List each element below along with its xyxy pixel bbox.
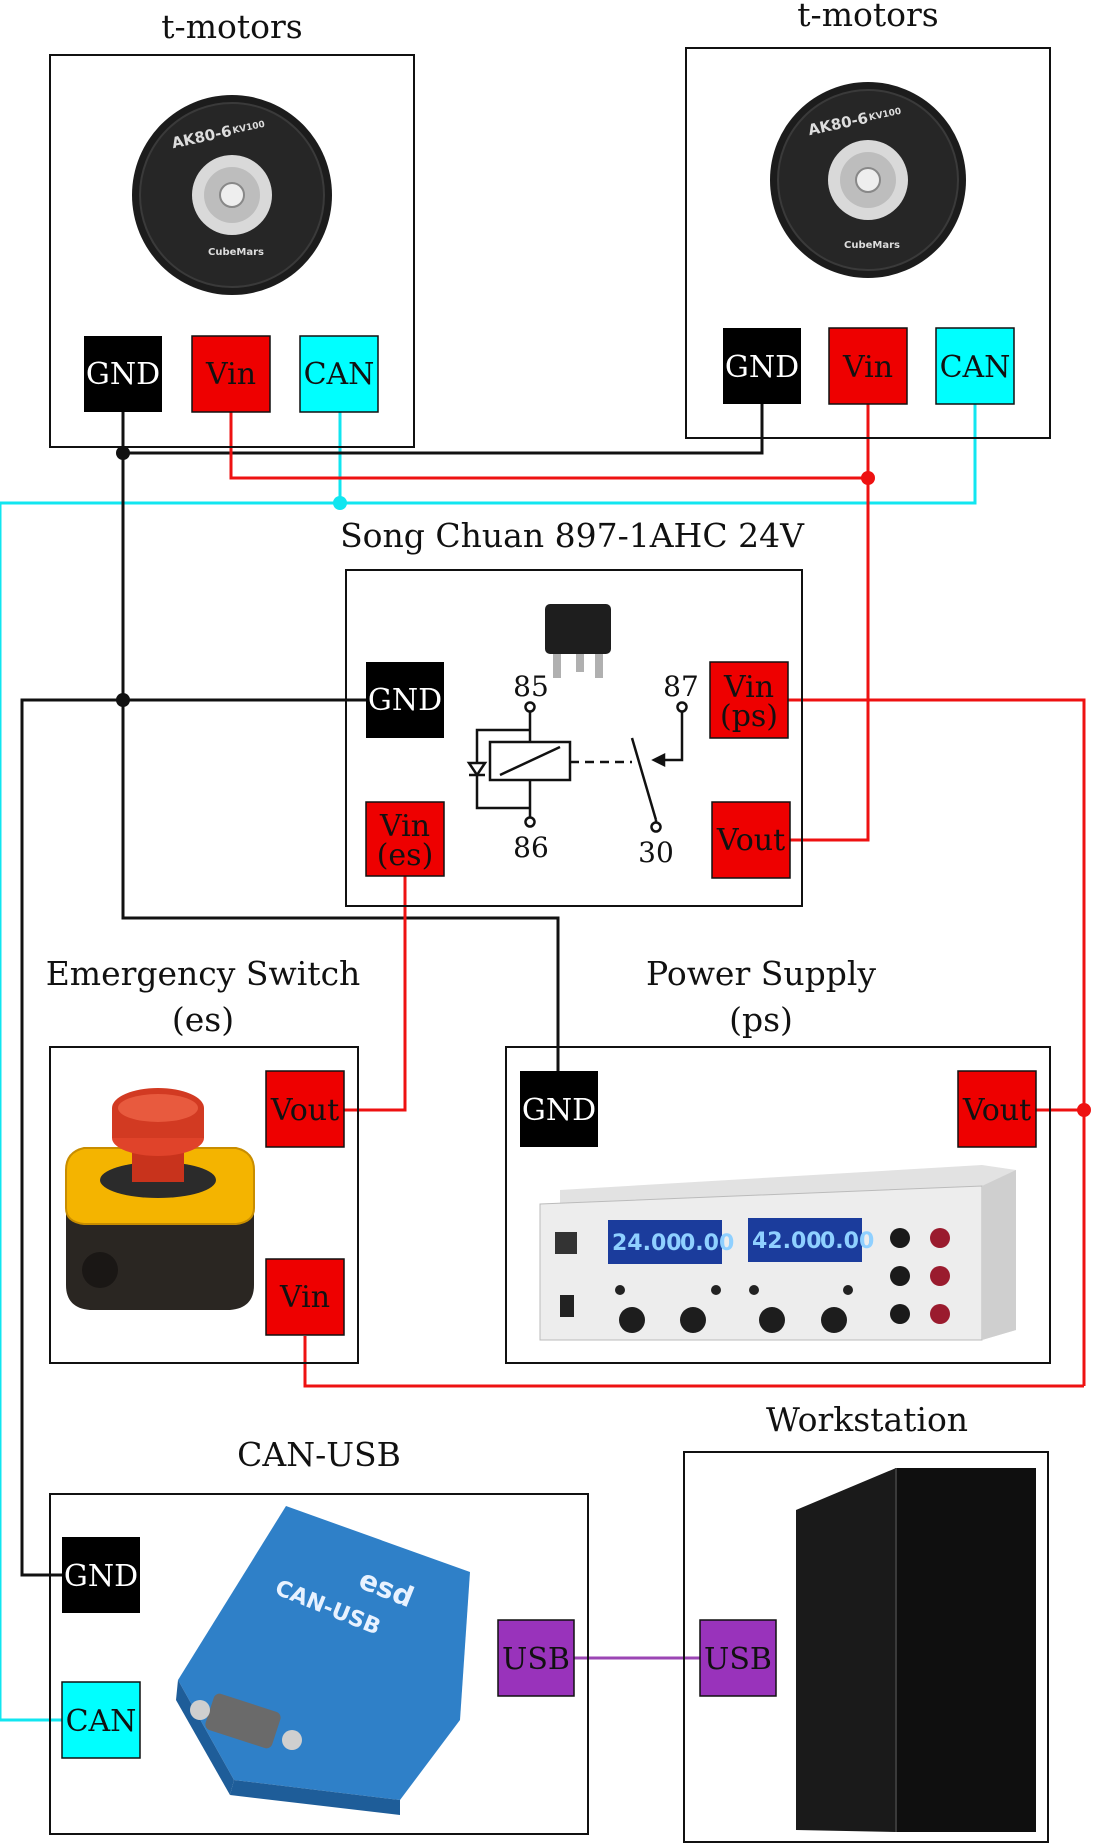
motor1-brand: CubeMars xyxy=(208,247,264,258)
ps-display-4: 0.00 xyxy=(820,1229,874,1254)
svg-text:Vin: Vin xyxy=(842,350,893,385)
motor2-brand: CubeMars xyxy=(844,240,900,251)
motor1-panel: t-motors AK80-6 KV100 CubeMars GND Vin C… xyxy=(50,7,414,447)
relay-vin-es-terminal: Vin (es) xyxy=(366,802,444,876)
canusb-gnd-terminal: GND xyxy=(62,1537,140,1613)
power-supply-title-line1: Power Supply xyxy=(646,954,876,993)
vin-wire-motor1 xyxy=(231,412,868,478)
svg-text:Vin: Vin xyxy=(205,357,256,392)
svg-text:USB: USB xyxy=(704,1642,772,1677)
junction-vin xyxy=(861,471,875,485)
motor1-vin-terminal: Vin xyxy=(192,336,270,412)
motor2-gnd-terminal: GND xyxy=(723,328,801,404)
motor1-can-terminal: CAN xyxy=(300,336,378,412)
workstation-title: Workstation xyxy=(766,1400,968,1439)
canusb-can-terminal: CAN xyxy=(62,1682,140,1758)
relay-vin-ps-terminal: Vin (ps) xyxy=(710,662,788,738)
motor2-can-terminal: CAN xyxy=(936,328,1014,404)
motor2-vin-terminal: Vin xyxy=(829,328,907,404)
svg-text:Vin: Vin xyxy=(279,1280,330,1315)
power-supply-title-line2: (ps) xyxy=(729,1000,793,1039)
svg-text:Vout: Vout xyxy=(962,1093,1031,1128)
canusb-image: CAN-USB esd xyxy=(176,1506,470,1815)
ps-display-3: 42.00 xyxy=(752,1229,822,1254)
workstation-usb-terminal: USB xyxy=(700,1620,776,1696)
canusb-usb-terminal: USB xyxy=(498,1620,574,1696)
ps-display-1: 24.00 xyxy=(612,1231,682,1256)
svg-text:(ps): (ps) xyxy=(720,699,778,734)
workstation-panel: Workstation USB xyxy=(684,1400,1048,1842)
power-supply-gnd-terminal: GND xyxy=(520,1071,598,1147)
relay-gnd-terminal: GND xyxy=(366,662,444,738)
motor1-image: AK80-6 KV100 CubeMars xyxy=(132,95,332,295)
relay-panel: Song Chuan 897-1AHC 24V xyxy=(340,516,805,906)
relay-pin-86: 86 xyxy=(513,831,549,864)
svg-text:GND: GND xyxy=(522,1093,596,1128)
relay-title: Song Chuan 897-1AHC 24V xyxy=(340,516,805,555)
emergency-switch-image xyxy=(66,1088,254,1310)
svg-text:GND: GND xyxy=(86,357,160,392)
svg-text:CAN: CAN xyxy=(940,350,1011,385)
power-supply-vout-terminal: Vout xyxy=(958,1071,1036,1147)
emergency-title-line2: (es) xyxy=(172,1000,234,1039)
relay-pin-87: 87 xyxy=(663,670,699,703)
canusb-panel: CAN-USB CAN-USB esd GND CAN USB xyxy=(50,1435,588,1834)
power-supply-image: 24.00 0.00 42.00 0.00 xyxy=(540,1165,1016,1340)
workstation-image xyxy=(796,1468,1036,1832)
svg-text:CAN: CAN xyxy=(304,357,375,392)
junction-gnd-top xyxy=(116,446,130,460)
svg-text:Vout: Vout xyxy=(716,823,785,858)
junction-vout-ps xyxy=(1077,1103,1091,1117)
junction-can xyxy=(333,496,347,510)
svg-text:CAN: CAN xyxy=(66,1704,137,1739)
power-supply-panel: Power Supply (ps) 24.00 0.00 42.00 0.00 xyxy=(506,954,1050,1363)
svg-text:Vout: Vout xyxy=(270,1093,339,1128)
svg-text:GND: GND xyxy=(368,683,442,718)
relay-pin-85: 85 xyxy=(513,670,549,703)
emergency-title-line1: Emergency Switch xyxy=(46,954,361,993)
emergency-vin-terminal: Vin xyxy=(266,1259,344,1335)
ps-display-2: 0.00 xyxy=(680,1231,734,1256)
emergency-panel: Emergency Switch (es) Vout Vin xyxy=(46,954,361,1363)
svg-text:USB: USB xyxy=(502,1642,570,1677)
relay-schematic xyxy=(469,703,687,832)
motor2-panel: t-motors AK80-6 KV100 CubeMars GND Vin C… xyxy=(686,0,1050,438)
junction-gnd-mid xyxy=(116,693,130,707)
svg-text:(es): (es) xyxy=(377,838,434,873)
motor2-title: t-motors xyxy=(797,0,938,34)
canusb-title: CAN-USB xyxy=(237,1435,401,1474)
es-vin-wire xyxy=(305,1336,1084,1386)
motor2-image: AK80-6 KV100 CubeMars xyxy=(770,82,966,278)
motor1-title: t-motors xyxy=(161,7,302,46)
emergency-vout-terminal: Vout xyxy=(266,1071,344,1147)
svg-text:GND: GND xyxy=(725,350,799,385)
relay-pin-30: 30 xyxy=(638,836,674,869)
motor1-gnd-terminal: GND xyxy=(84,336,162,412)
relay-image xyxy=(545,604,611,678)
svg-text:GND: GND xyxy=(64,1559,138,1594)
relay-vout-terminal: Vout xyxy=(712,802,790,878)
